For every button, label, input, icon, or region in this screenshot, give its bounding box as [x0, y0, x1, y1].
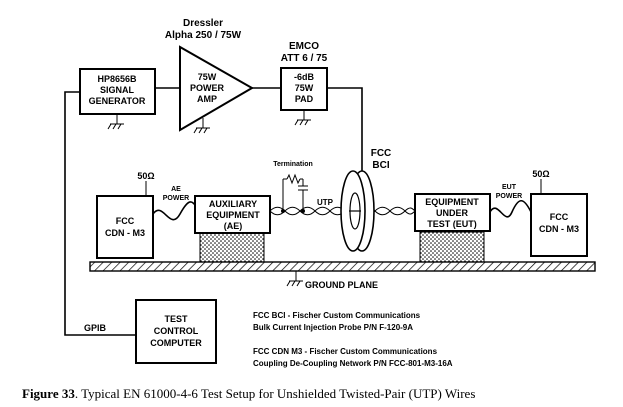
ground-symbol-pad: [294, 110, 311, 126]
auxiliary-equipment-block: AUXILIARY EQUIPMENT (AE): [194, 195, 271, 234]
eut-power-label-2: POWER: [496, 193, 522, 200]
bci-clamp-probe: [340, 170, 375, 252]
ground-plane-bar: [89, 261, 596, 272]
eut-label-2: UNDER: [436, 208, 469, 218]
attenuator-pad-block: -6dB 75W PAD: [280, 67, 328, 111]
utp-label: UTP: [317, 198, 334, 207]
signal-generator-model: HP8656B: [97, 74, 137, 84]
cdn-left-label-2: CDN - M3: [105, 228, 145, 238]
power-amp-block: 75W POWER AMP: [179, 45, 255, 132]
computer-label-1: TEST: [164, 314, 188, 324]
gpib-cable: [64, 91, 136, 336]
amp-label-1: POWER: [190, 83, 225, 93]
ae-power-label-1: AE: [171, 186, 181, 193]
ae-power-cable: [152, 201, 201, 221]
eut-power-label-1: EUT: [502, 184, 517, 191]
note-cdn-line-2: Coupling De-Coupling Network P/N FCC-801…: [253, 359, 453, 368]
termination-node-2: [301, 209, 305, 213]
signal-generator-label-2: GENERATOR: [89, 96, 146, 106]
pad-attenuation: -6dB: [294, 72, 315, 82]
computer-label-3: COMPUTER: [150, 338, 202, 348]
termination-network: [282, 173, 308, 211]
auxiliary-label-2: EQUIPMENT: [206, 210, 260, 220]
cdn-right-label-2: CDN - M3: [539, 224, 579, 234]
eut-label-1: EQUIPMENT: [425, 197, 479, 207]
cdn-left-impedance: 50Ω: [137, 171, 154, 181]
amp-power-rating: 75W: [198, 72, 217, 82]
auxiliary-label-1: AUXILIARY: [209, 199, 257, 209]
amp-maker-label: Dressler: [183, 18, 223, 29]
cdn-right-impedance: 50Ω: [532, 169, 549, 179]
pad-power-rating: 75W: [295, 83, 314, 93]
test-control-computer-block: TEST CONTROL COMPUTER: [135, 299, 217, 364]
figure-caption: Figure 33. Typical EN 61000-4-6 Test Set…: [22, 386, 475, 401]
ae-power-label-2: POWER: [163, 195, 189, 202]
note-cdn-line-1: FCC CDN M3 - Fischer Custom Communicatio…: [253, 347, 438, 356]
figure-caption-number: Figure 33: [22, 386, 75, 401]
eut-label-3: TEST (EUT): [427, 219, 477, 229]
termination-label: Termination: [273, 161, 313, 168]
gpib-label: GPIB: [84, 323, 107, 333]
amp-label-2: AMP: [197, 94, 217, 104]
wire-pad-to-bci: [327, 87, 363, 172]
signal-generator-block: HP8656B SIGNAL GENERATOR: [79, 68, 156, 115]
eut-block: EQUIPMENT UNDER TEST (EUT): [414, 193, 491, 232]
pad-model-label: ATT 6 / 75: [281, 53, 328, 64]
eut-support-block: [419, 231, 485, 263]
cdn-right-block: FCC CDN - M3: [530, 193, 588, 257]
note-bci-line-1: FCC BCI - Fischer Custom Communications: [253, 311, 421, 320]
signal-generator-label-1: SIGNAL: [100, 85, 135, 95]
note-bci-line-2: Bulk Current Injection Probe P/N F-120-9…: [253, 323, 413, 332]
pad-maker-label: EMCO: [289, 41, 319, 52]
bci-label-2: BCI: [372, 160, 389, 171]
cdn-left-label-1: FCC: [116, 216, 135, 226]
bci-label-1: FCC: [371, 148, 392, 159]
cdn-left-block: FCC CDN - M3: [96, 195, 154, 259]
eut-power-cable: [489, 199, 532, 218]
auxiliary-label-3: (AE): [224, 221, 243, 231]
computer-label-2: CONTROL: [154, 326, 199, 336]
ground-plane-label: GROUND PLANE: [305, 280, 378, 290]
ae-support-block: [199, 231, 265, 263]
figure-caption-text: . Typical EN 61000-4-6 Test Setup for Un…: [75, 386, 476, 401]
ground-symbol-generator: [107, 114, 124, 130]
cdn-right-label-1: FCC: [550, 212, 569, 222]
pad-label: PAD: [295, 94, 314, 104]
amp-model-label: Alpha 250 / 75W: [165, 30, 242, 41]
ground-symbol-amp: [193, 118, 210, 134]
ground-plane-ground-symbol: [286, 271, 303, 287]
